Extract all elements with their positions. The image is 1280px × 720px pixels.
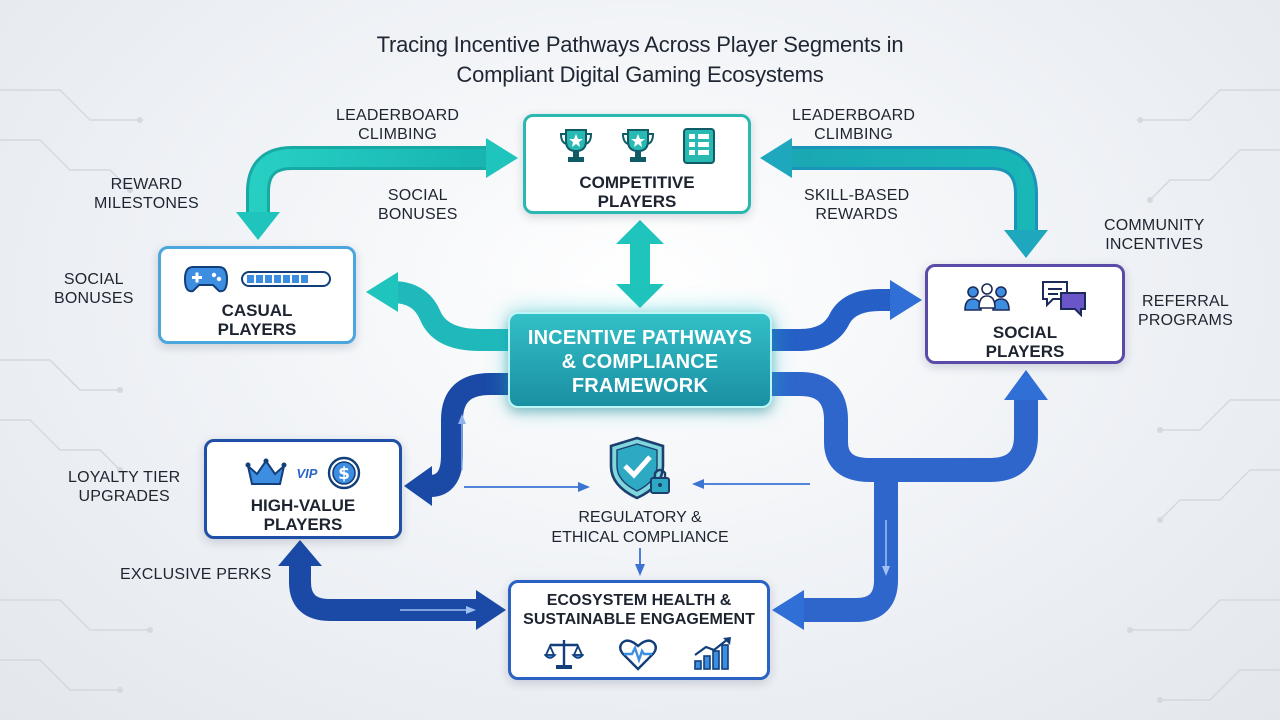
progress-bar-icon [241,271,331,287]
competitive-label-1: COMPETITIVE [579,173,695,192]
shield-lock-icon [609,436,670,500]
incentive-framework-hub: INCENTIVE PATHWAYS & COMPLIANCE FRAMEWOR… [508,312,772,408]
ecosystem-label-2: SUSTAINABLE ENGAGEMENT [523,611,755,628]
chat-bubbles-icon [1042,281,1086,317]
label-line: LEADERBOARD [792,107,916,124]
label-line: SKILL-BASED [804,187,910,204]
center-label-2: & COMPLIANCE [561,351,719,373]
social-label-2: PLAYERS [985,342,1065,361]
casual-label-1: CASUAL [221,301,293,320]
label-line: LOYALTY TIER [68,469,181,486]
label-line: CLIMBING [814,126,894,143]
competitive-label-2: PLAYERS [597,192,677,211]
arrow-center-to-casual [366,272,508,351]
label-line: COMMUNITY [1104,217,1205,234]
label-referral-programs: REFERRAL PROGRAMS [1138,292,1233,330]
label-community-incentives: COMMUNITY INCENTIVES [1104,216,1204,254]
label-loyalty-tier-upgrades: LOYALTY TIER UPGRADES [68,468,180,506]
casual-players-box: CASUAL PLAYERS [158,246,356,344]
casual-label-2: PLAYERS [217,320,297,339]
people-group-icon [964,283,1010,311]
label-social-bonuses-top: SOCIAL BONUSES [378,186,458,224]
heart-pulse-icon [619,639,657,671]
label-leaderboard-climbing-left: LEADERBOARD CLIMBING [336,106,459,144]
compliance-label: REGULATORY & ETHICAL COMPLIANCE [530,508,750,548]
label-line: REWARDS [815,206,898,223]
social-label-1: SOCIAL [992,323,1058,342]
title-line-2: Compliant Digital Gaming Ecosystems [456,62,824,87]
label-line: LEADERBOARD [336,107,460,124]
label-line: INCENTIVES [1105,236,1204,253]
arrow-competitive-to-social [760,138,1048,258]
social-players-box: SOCIAL PLAYERS [925,264,1125,364]
arrow-competitive-center [616,220,664,308]
gamepad-icon [183,266,229,293]
high-value-players-box: VIP $ HIGH-VALUE PLAYERS [204,439,402,539]
compliance-label-1: REGULATORY & [578,509,702,526]
vip-badge: VIP [296,465,318,481]
label-line: SOCIAL [387,187,448,204]
svg-text:$: $ [339,464,351,484]
crown-icon [245,458,287,485]
label-reward-milestones: REWARD MILESTONES [94,175,199,213]
compliance-thin-arrows [464,479,810,576]
competitive-players-box: COMPETITIVE PLAYERS [523,114,751,214]
label-line: REFERRAL [1142,293,1229,310]
arrow-center-to-social [772,280,922,351]
label-line: UPGRADES [78,488,170,505]
label-line: MILESTONES [94,195,199,212]
trophy-icon [621,129,655,162]
label-leaderboard-climbing-right: LEADERBOARD CLIMBING [792,106,915,144]
label-line: EXCLUSIVE PERKS [120,566,272,583]
center-label-1: INCENTIVE PATHWAYS [527,327,753,349]
arrow-center-to-social-lower [772,370,1048,630]
balance-scale-icon [544,640,584,669]
center-label-3: FRAMEWORK [571,375,709,397]
label-skill-based-rewards: SKILL-BASED REWARDS [804,186,909,224]
label-line: BONUSES [378,206,458,223]
dollar-coin-icon: $ [328,456,361,490]
label-line: PROGRAMS [1138,312,1233,329]
arrow-highvalue-ecosystem [278,540,506,630]
arrow-casual-to-competitive [236,138,518,240]
label-line: SOCIAL [63,271,124,288]
page-title: Tracing Incentive Pathways Across Player… [240,30,1040,90]
highvalue-label-2: PLAYERS [263,515,343,534]
leaderboard-grid-icon [683,128,715,164]
label-exclusive-perks: EXCLUSIVE PERKS [120,565,272,584]
label-social-bonuses-left: SOCIAL BONUSES [54,270,134,308]
arrow-center-to-highvalue [404,373,508,506]
label-line: REWARD [110,176,183,193]
trophy-icon [559,129,593,162]
label-line: BONUSES [54,290,134,307]
ecosystem-label-1: ECOSYSTEM HEALTH & [546,592,732,609]
label-line: CLIMBING [358,126,438,143]
title-line-1: Tracing Incentive Pathways Across Player… [376,32,904,57]
growth-chart-icon [694,637,731,670]
compliance-label-2: ETHICAL COMPLIANCE [551,529,729,546]
ecosystem-health-box: ECOSYSTEM HEALTH & SUSTAINABLE ENGAGEMEN… [508,580,770,680]
highvalue-label-1: HIGH-VALUE [250,496,356,515]
